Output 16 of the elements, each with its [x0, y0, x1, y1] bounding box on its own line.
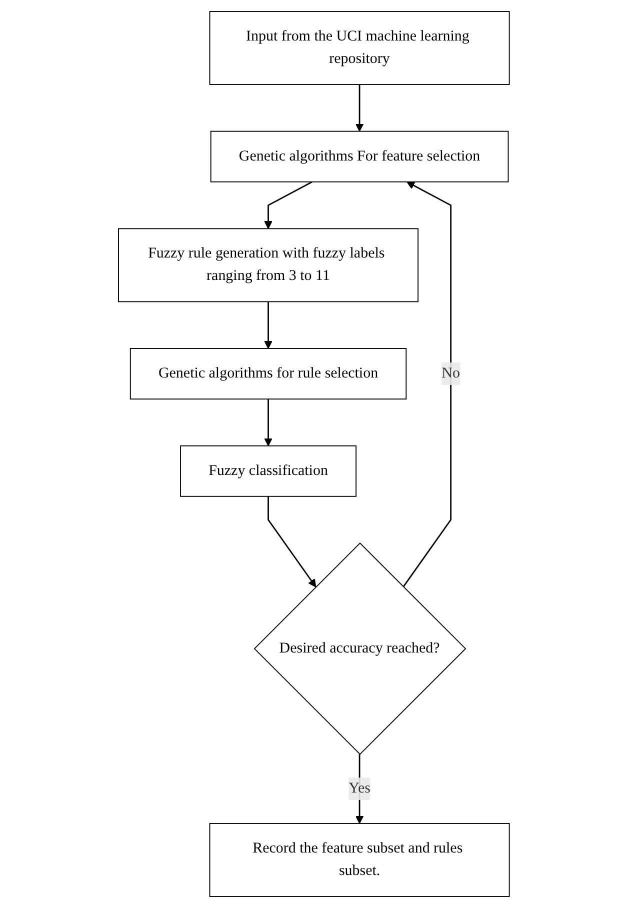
arrow — [356, 754, 364, 824]
edge-label: Yes — [348, 780, 371, 796]
node-box: Input from the UCI machine learning repository — [209, 11, 510, 85]
arrow — [402, 181, 452, 588]
node-box: Fuzzy classification — [180, 445, 357, 497]
node-box: Genetic algorithms for rule selection — [130, 348, 407, 400]
node-box: Record the feature subset and rules subset. — [209, 823, 510, 897]
edge-label: No — [442, 365, 460, 382]
arrow — [268, 496, 316, 588]
node-box: Fuzzy rule generation with fuzzy labels ranging from 3 to 11 — [118, 228, 419, 302]
arrow — [264, 181, 313, 230]
arrow — [264, 399, 272, 446]
arrow — [264, 302, 272, 349]
arrow — [356, 84, 364, 132]
node-box: Genetic algorithms For feature selection — [210, 130, 509, 182]
node-diamond: Desired accuracy reached? — [254, 542, 466, 755]
